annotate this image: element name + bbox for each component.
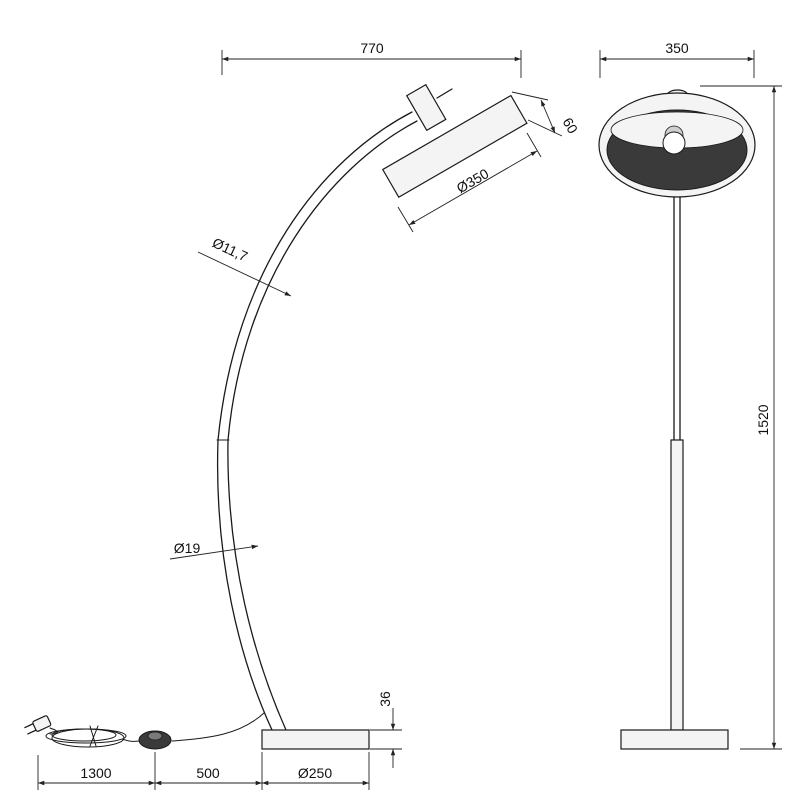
front-lower-pole <box>670 439 684 731</box>
front-view <box>598 89 756 750</box>
dim-front-width-label: 350 <box>665 40 689 56</box>
dim-base-height: 36 <box>370 691 402 768</box>
cable-coil-to-plug <box>49 727 58 735</box>
base-side <box>261 729 370 750</box>
dim-side-width-label: 770 <box>360 40 384 56</box>
upper-arc-tube-outer <box>217 111 413 441</box>
dim-base-diameter-label: Ø250 <box>298 765 332 781</box>
dim-bottom-chain: 1300 500 Ø250 <box>37 752 370 790</box>
dim-total-height: 1520 <box>700 85 782 750</box>
cable-switch-to-coil <box>121 738 140 742</box>
dim-side-width: 770 <box>221 40 522 78</box>
plug-icon <box>24 715 52 735</box>
coiled-cable <box>45 725 127 748</box>
dim-total-height-label: 1520 <box>755 404 771 435</box>
dim-shade-diameter-label: Ø350 <box>454 165 492 196</box>
dim-cable-plug-label: 1300 <box>80 765 111 781</box>
dim-lower-tube-diameter: Ø19 <box>169 540 259 560</box>
dim-front-width: 350 <box>599 40 755 78</box>
dim-lower-tube-diameter-label: Ø19 <box>174 540 201 556</box>
upper-arc-tube-inner <box>227 120 418 441</box>
dim-upper-tube-diameter: Ø11,7 <box>197 234 292 297</box>
dim-cable-switch-label: 500 <box>196 765 220 781</box>
dim-shade-height-label: 60 <box>560 115 582 137</box>
holder-rod <box>436 88 453 99</box>
cable-base-to-switch <box>171 712 265 742</box>
dim-base-height-label: 36 <box>377 691 393 707</box>
lower-arc-tube-outer <box>216 439 273 731</box>
bulb-icon <box>662 131 686 155</box>
base-front <box>620 729 729 750</box>
foot-switch-button <box>147 731 163 741</box>
lower-arc-tube-inner <box>227 439 287 731</box>
shade-holder <box>405 83 447 132</box>
dim-shade-height: 60 <box>511 91 582 137</box>
side-view <box>24 83 528 750</box>
